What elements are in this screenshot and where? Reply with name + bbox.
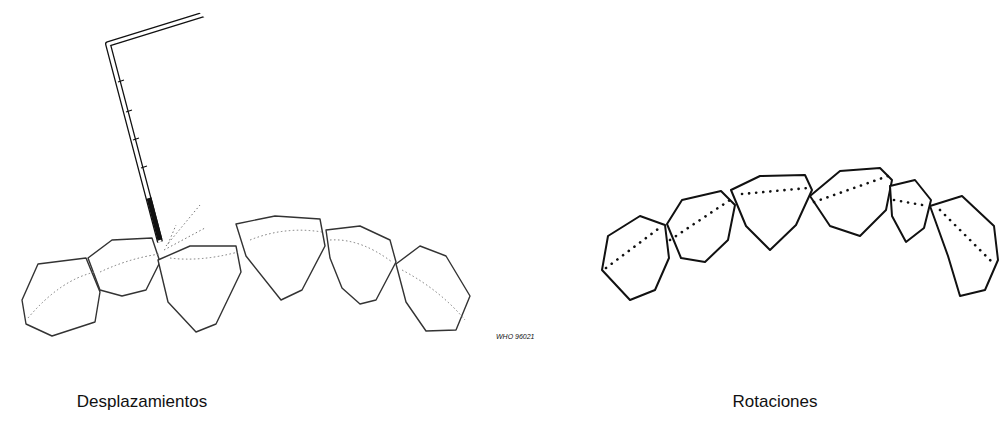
tooth [602, 216, 669, 300]
tooth [731, 175, 812, 250]
figure-caption: Rotaciones [732, 392, 817, 412]
tooth [667, 191, 735, 262]
tooth [890, 180, 931, 242]
displacement-arch [22, 8, 470, 336]
source-code: WHO 96021 [496, 333, 535, 341]
rotation-arch [602, 168, 998, 300]
periodontal-probe [108, 8, 211, 242]
tooth [22, 258, 100, 336]
tooth [88, 238, 160, 296]
tooth [810, 168, 892, 236]
figure-caption: Desplazamientos [77, 392, 207, 412]
arch-line [28, 230, 465, 320]
arch-line [606, 176, 992, 268]
tooth [326, 226, 396, 304]
tooth [396, 246, 470, 331]
tooth [236, 216, 325, 300]
tooth [158, 246, 241, 332]
displacement-line [164, 205, 205, 250]
